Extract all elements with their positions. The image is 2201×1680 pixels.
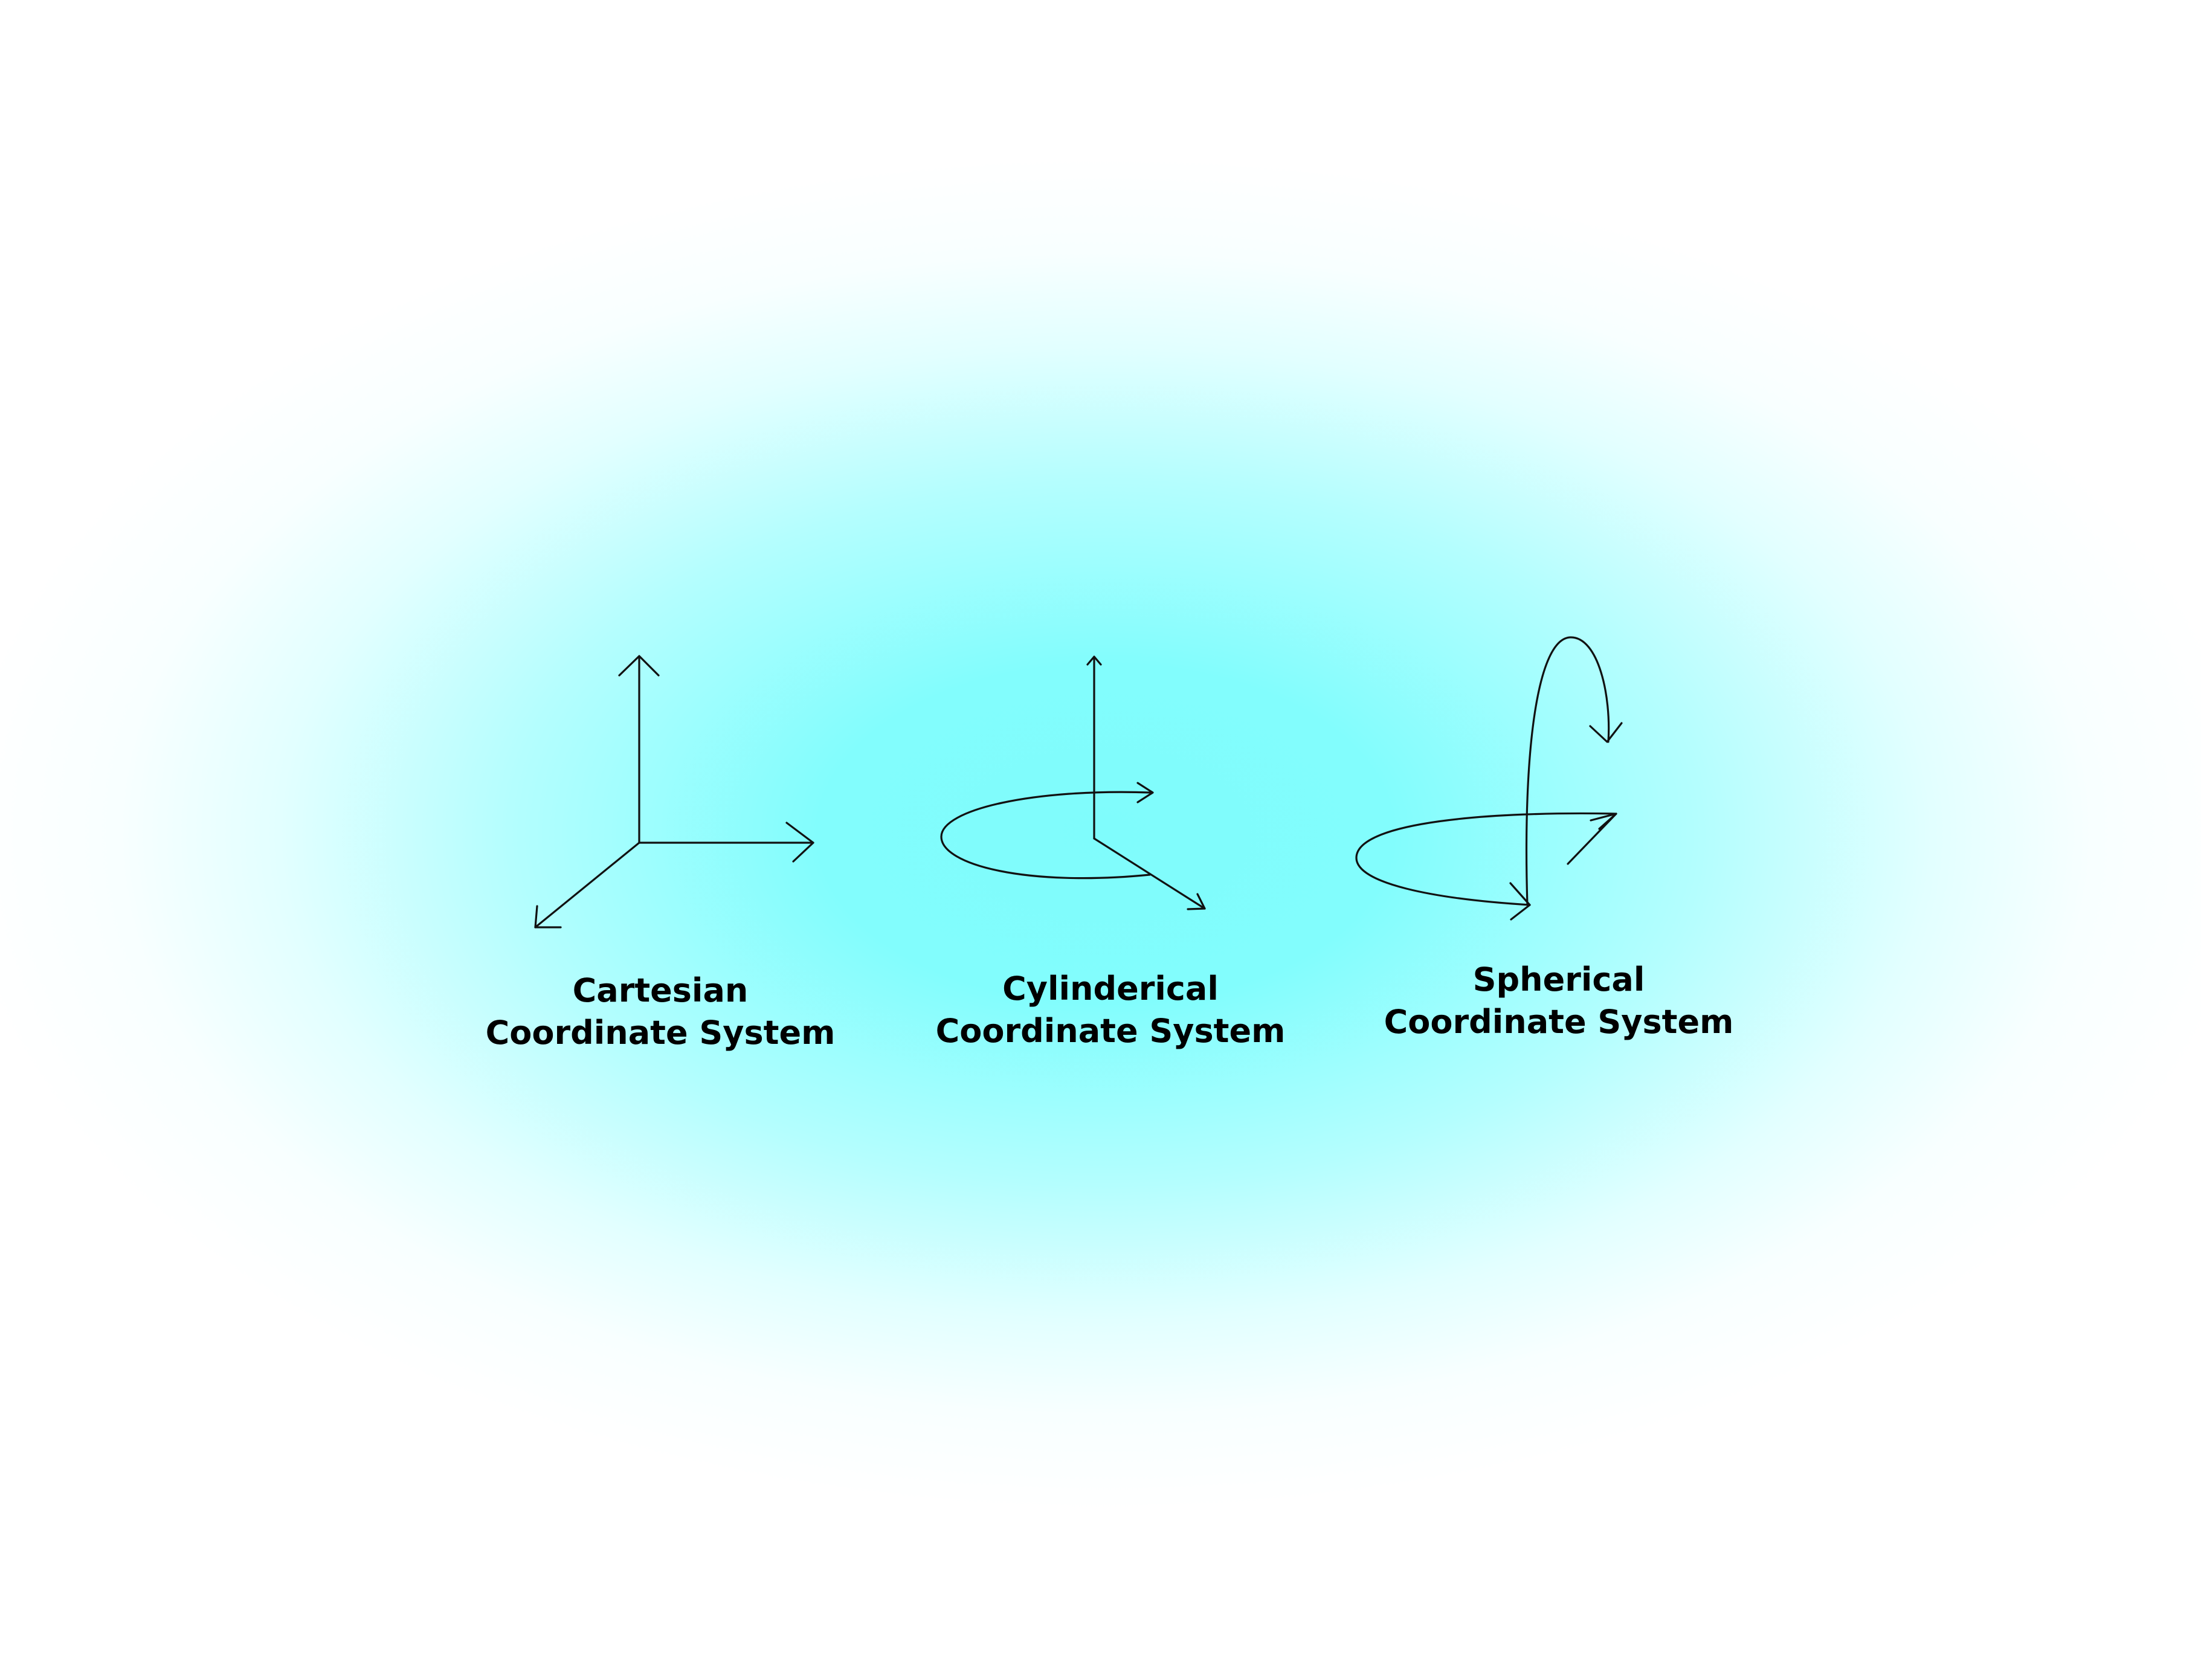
- cartesian-y-arrowhead: [785, 822, 814, 863]
- cartesian-label-line1: Cartesian: [572, 971, 749, 1009]
- spherical-radial-axis: [1567, 813, 1617, 865]
- cylindrical-radial-arrowhead: [1187, 893, 1206, 910]
- cartesian-label: Cartesian Coordinate System: [419, 970, 902, 1054]
- cylindrical-rotation-ellipse: [940, 791, 1152, 880]
- cylindrical-rotation-arrowhead: [1136, 782, 1154, 803]
- cylindrical-label: Cylinderical Coordinate System: [869, 968, 1352, 1052]
- cylindrical-z-arrowhead: [1086, 655, 1102, 666]
- cylindrical-axes-icon: [940, 655, 1206, 910]
- spherical-label: Spherical Coordinate System: [1317, 959, 1800, 1043]
- cartesian-axes-icon: [534, 655, 814, 929]
- cartesian-x-arrowhead: [534, 905, 562, 929]
- cartesian-z-arrowhead: [618, 655, 660, 677]
- spherical-label-line2: Coordinate System: [1384, 1003, 1734, 1041]
- spherical-axes-icon: [1355, 636, 1623, 921]
- spherical-label-line1: Spherical: [1472, 961, 1645, 999]
- cartesian-x-axis: [534, 842, 640, 929]
- cartesian-label-line2: Coordinate System: [485, 1014, 836, 1052]
- spherical-origin-arrowhead: [1509, 882, 1531, 921]
- cylindrical-label-line1: Cylinderical: [1002, 970, 1219, 1008]
- cylindrical-label-line2: Coordinate System: [935, 1012, 1286, 1050]
- spherical-azimuth-ellipse: [1355, 812, 1616, 906]
- cylindrical-radial-axis: [1093, 837, 1206, 910]
- spherical-polar-arc: [1525, 636, 1610, 906]
- spherical-polar-arrowhead: [1589, 722, 1623, 743]
